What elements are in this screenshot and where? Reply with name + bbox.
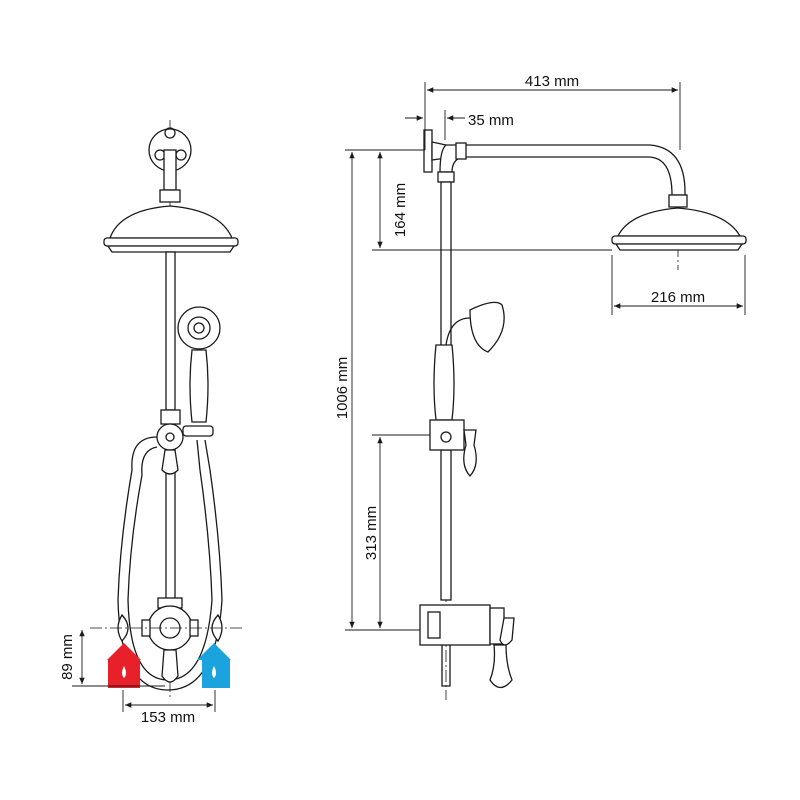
dim-overall-projection: 413 mm (525, 73, 579, 90)
dim-arm-drop: 164 mm (392, 183, 409, 237)
shower-arm (439, 144, 686, 196)
dim-total-height: 1006 mm (334, 357, 351, 420)
hand-shower-side (469, 301, 505, 353)
shower-head-side (616, 207, 742, 237)
hand-shower-head (177, 306, 221, 350)
side-view (419, 129, 747, 700)
dimension-lines (72, 82, 746, 712)
cold-water-inlet-icon (197, 643, 231, 688)
dimension-labels: 413 mm 35 mm 164 mm 216 mm 1006 mm 313 m… (59, 73, 705, 726)
dim-head-diameter: 216 mm (651, 289, 705, 306)
front-view (90, 120, 245, 700)
riser-rail-front (165, 251, 176, 411)
diverter-side (429, 419, 465, 451)
diverter-front (156, 423, 184, 451)
hot-water-inlet-icon (107, 643, 141, 688)
dim-inlet-centres: 153 mm (141, 709, 195, 726)
dim-wall-offset: 35 mm (468, 112, 514, 129)
dim-inlet-height: 89 mm (59, 634, 76, 680)
dim-diverter-height: 313 mm (363, 506, 380, 560)
hand-shower-handle (189, 349, 209, 423)
shower-head-front (109, 205, 233, 239)
